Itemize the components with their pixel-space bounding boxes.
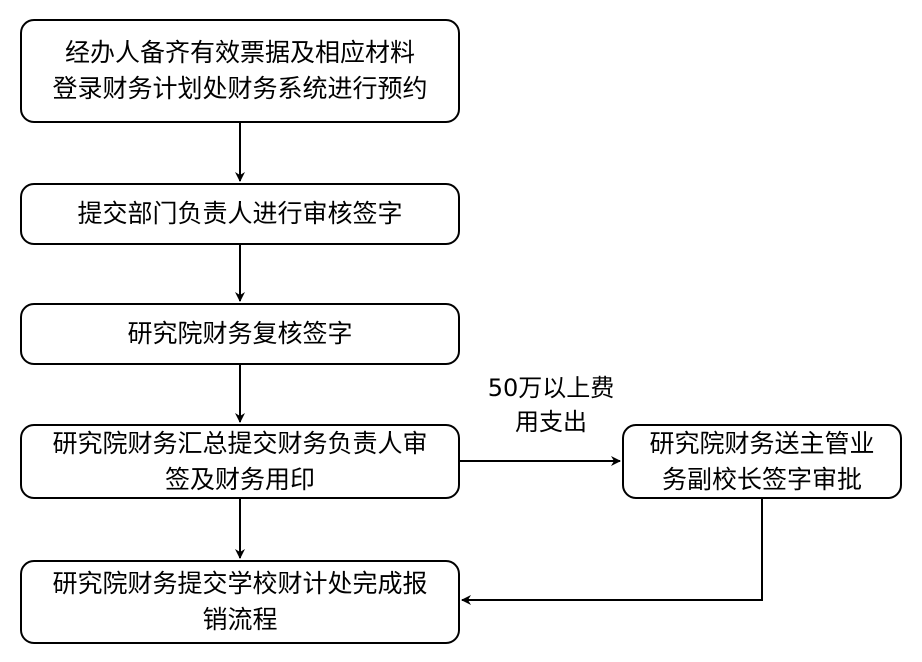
edge-label-over-500k: 50万以上费 用支出 bbox=[487, 374, 615, 436]
step-submit-booking-box: 经办人备齐有效票据及相应材料 登录财务计划处财务系统进行预约 bbox=[20, 19, 460, 123]
step-vice-president-approval-box: 研究院财务送主管业 务副校长签字审批 bbox=[622, 424, 902, 499]
step-complete-reimbursement-box: 研究院财务提交学校财计处完成报 销流程 bbox=[20, 560, 460, 644]
step-institute-finance-recheck-box: 研究院财务复核签字 bbox=[20, 303, 460, 365]
step-finance-head-approval-box: 研究院财务汇总提交财务负责人审 签及财务用印 bbox=[20, 424, 460, 499]
arrow-n6-to-n5 bbox=[461, 499, 763, 605]
step-department-review-box: 提交部门负责人进行审核签字 bbox=[20, 183, 460, 245]
